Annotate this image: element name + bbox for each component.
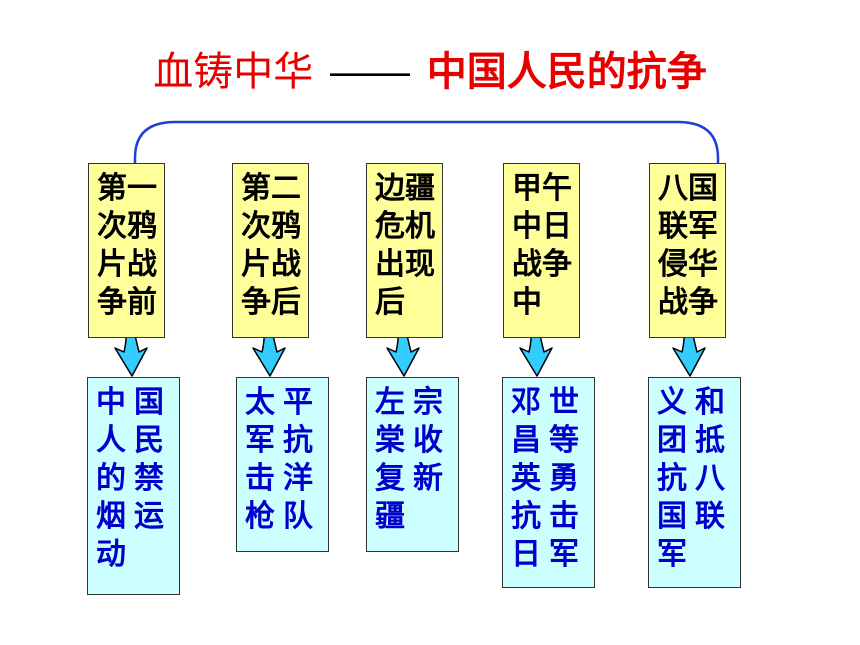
response-4-b4: 击 (549, 499, 579, 534)
period-3-line-4: 后 (375, 285, 405, 320)
response-1-a2: 人 (96, 423, 126, 458)
response-4-a1: 邓 (511, 385, 541, 420)
period-box-3: 边疆 危机 出现 后 (366, 163, 443, 338)
response-5-b4: 联 (695, 499, 725, 534)
response-2-b3: 洋 (283, 461, 313, 496)
response-3-b2: 收 (413, 423, 443, 458)
response-4-a3: 英 (511, 461, 541, 496)
response-3-a1: 左 (375, 385, 405, 420)
title-dash: —— (330, 50, 410, 94)
period-3-line-1: 边疆 (375, 171, 435, 206)
response-5-a3: 抗 (657, 461, 687, 496)
response-1-b2: 民 (134, 423, 164, 458)
title-left: 血铸中华 (153, 49, 314, 95)
period-2-line-1: 第二 (241, 171, 301, 206)
response-5-b2: 抵 (695, 423, 725, 458)
response-5-a1: 义 (657, 385, 687, 420)
period-4-line-1: 甲午 (512, 171, 572, 206)
period-2-line-3: 片战 (241, 247, 301, 282)
response-1-b4: 运 (134, 499, 164, 534)
response-3-a3: 复 (375, 461, 405, 496)
period-5-line-1: 八国 (658, 171, 718, 206)
period-4-line-4: 中 (512, 285, 542, 320)
response-3-a2: 棠 (375, 423, 405, 458)
response-4-b3: 勇 (549, 461, 579, 496)
response-box-3: 左 棠 复 疆 宗 收 新 (366, 377, 459, 552)
response-1-a3: 的 (96, 461, 126, 496)
period-4-line-2: 中日 (512, 209, 572, 244)
period-box-1: 第一 次鸦 片战 争前 (88, 163, 165, 338)
period-1-line-2: 次鸦 (97, 209, 157, 244)
response-2-b4: 队 (283, 499, 313, 534)
period-1-line-4: 争前 (97, 285, 157, 320)
response-2-b2: 抗 (283, 423, 313, 458)
response-box-5: 义 团 抗 国 军 和 抵 八 联 (648, 377, 741, 588)
response-2-a1: 太 (245, 385, 275, 420)
response-4-b5: 军 (549, 537, 579, 572)
response-4-b1: 世 (549, 385, 579, 420)
period-2-line-2: 次鸦 (241, 209, 301, 244)
response-2-a4: 枪 (245, 499, 275, 534)
response-4-b2: 等 (549, 423, 579, 458)
period-box-5: 八国 联军 侵华 战争 (649, 163, 726, 338)
response-5-a5: 军 (657, 537, 687, 572)
response-5-b3: 八 (695, 461, 725, 496)
response-5-a4: 国 (657, 499, 687, 534)
response-1-a5: 动 (96, 537, 126, 572)
response-2-b1: 平 (283, 385, 313, 420)
period-4-line-3: 战争 (512, 247, 572, 282)
response-3-b1: 宗 (413, 385, 443, 420)
period-2-line-4: 争后 (241, 285, 301, 320)
response-1-b1: 国 (134, 385, 164, 420)
response-box-4: 邓 昌 英 抗 日 世 等 勇 击 军 (502, 377, 595, 588)
response-5-b1: 和 (695, 385, 725, 420)
period-box-2: 第二 次鸦 片战 争后 (232, 163, 309, 338)
response-3-a4: 疆 (375, 499, 405, 534)
title-right: 中国人民的抗争 (426, 49, 707, 95)
response-box-2: 太 军 击 枪 平 抗 洋 队 (236, 377, 329, 552)
period-3-line-3: 出现 (375, 247, 435, 282)
response-3-b3: 新 (413, 461, 443, 496)
response-1-b3: 禁 (134, 461, 164, 496)
slide-title: 血铸中华 —— 中国人民的抗争 (0, 44, 860, 100)
period-box-4: 甲午 中日 战争 中 (503, 163, 580, 338)
response-4-a2: 昌 (511, 423, 541, 458)
period-1-line-1: 第一 (97, 171, 157, 206)
response-2-a2: 军 (245, 423, 275, 458)
response-1-a1: 中 (96, 385, 126, 420)
response-5-a2: 团 (657, 423, 687, 458)
response-1-a4: 烟 (96, 499, 126, 534)
period-1-line-3: 片战 (97, 247, 157, 282)
bracket-connector (133, 120, 720, 163)
response-2-a3: 击 (245, 461, 275, 496)
period-3-line-2: 危机 (375, 209, 435, 244)
period-5-line-3: 侵华 (658, 247, 718, 282)
response-4-a5: 日 (511, 537, 541, 572)
response-box-1: 中 人 的 烟 动 国 民 禁 运 (87, 377, 180, 595)
period-5-line-2: 联军 (658, 209, 718, 244)
response-4-a4: 抗 (511, 499, 541, 534)
period-5-line-4: 战争 (658, 285, 718, 320)
